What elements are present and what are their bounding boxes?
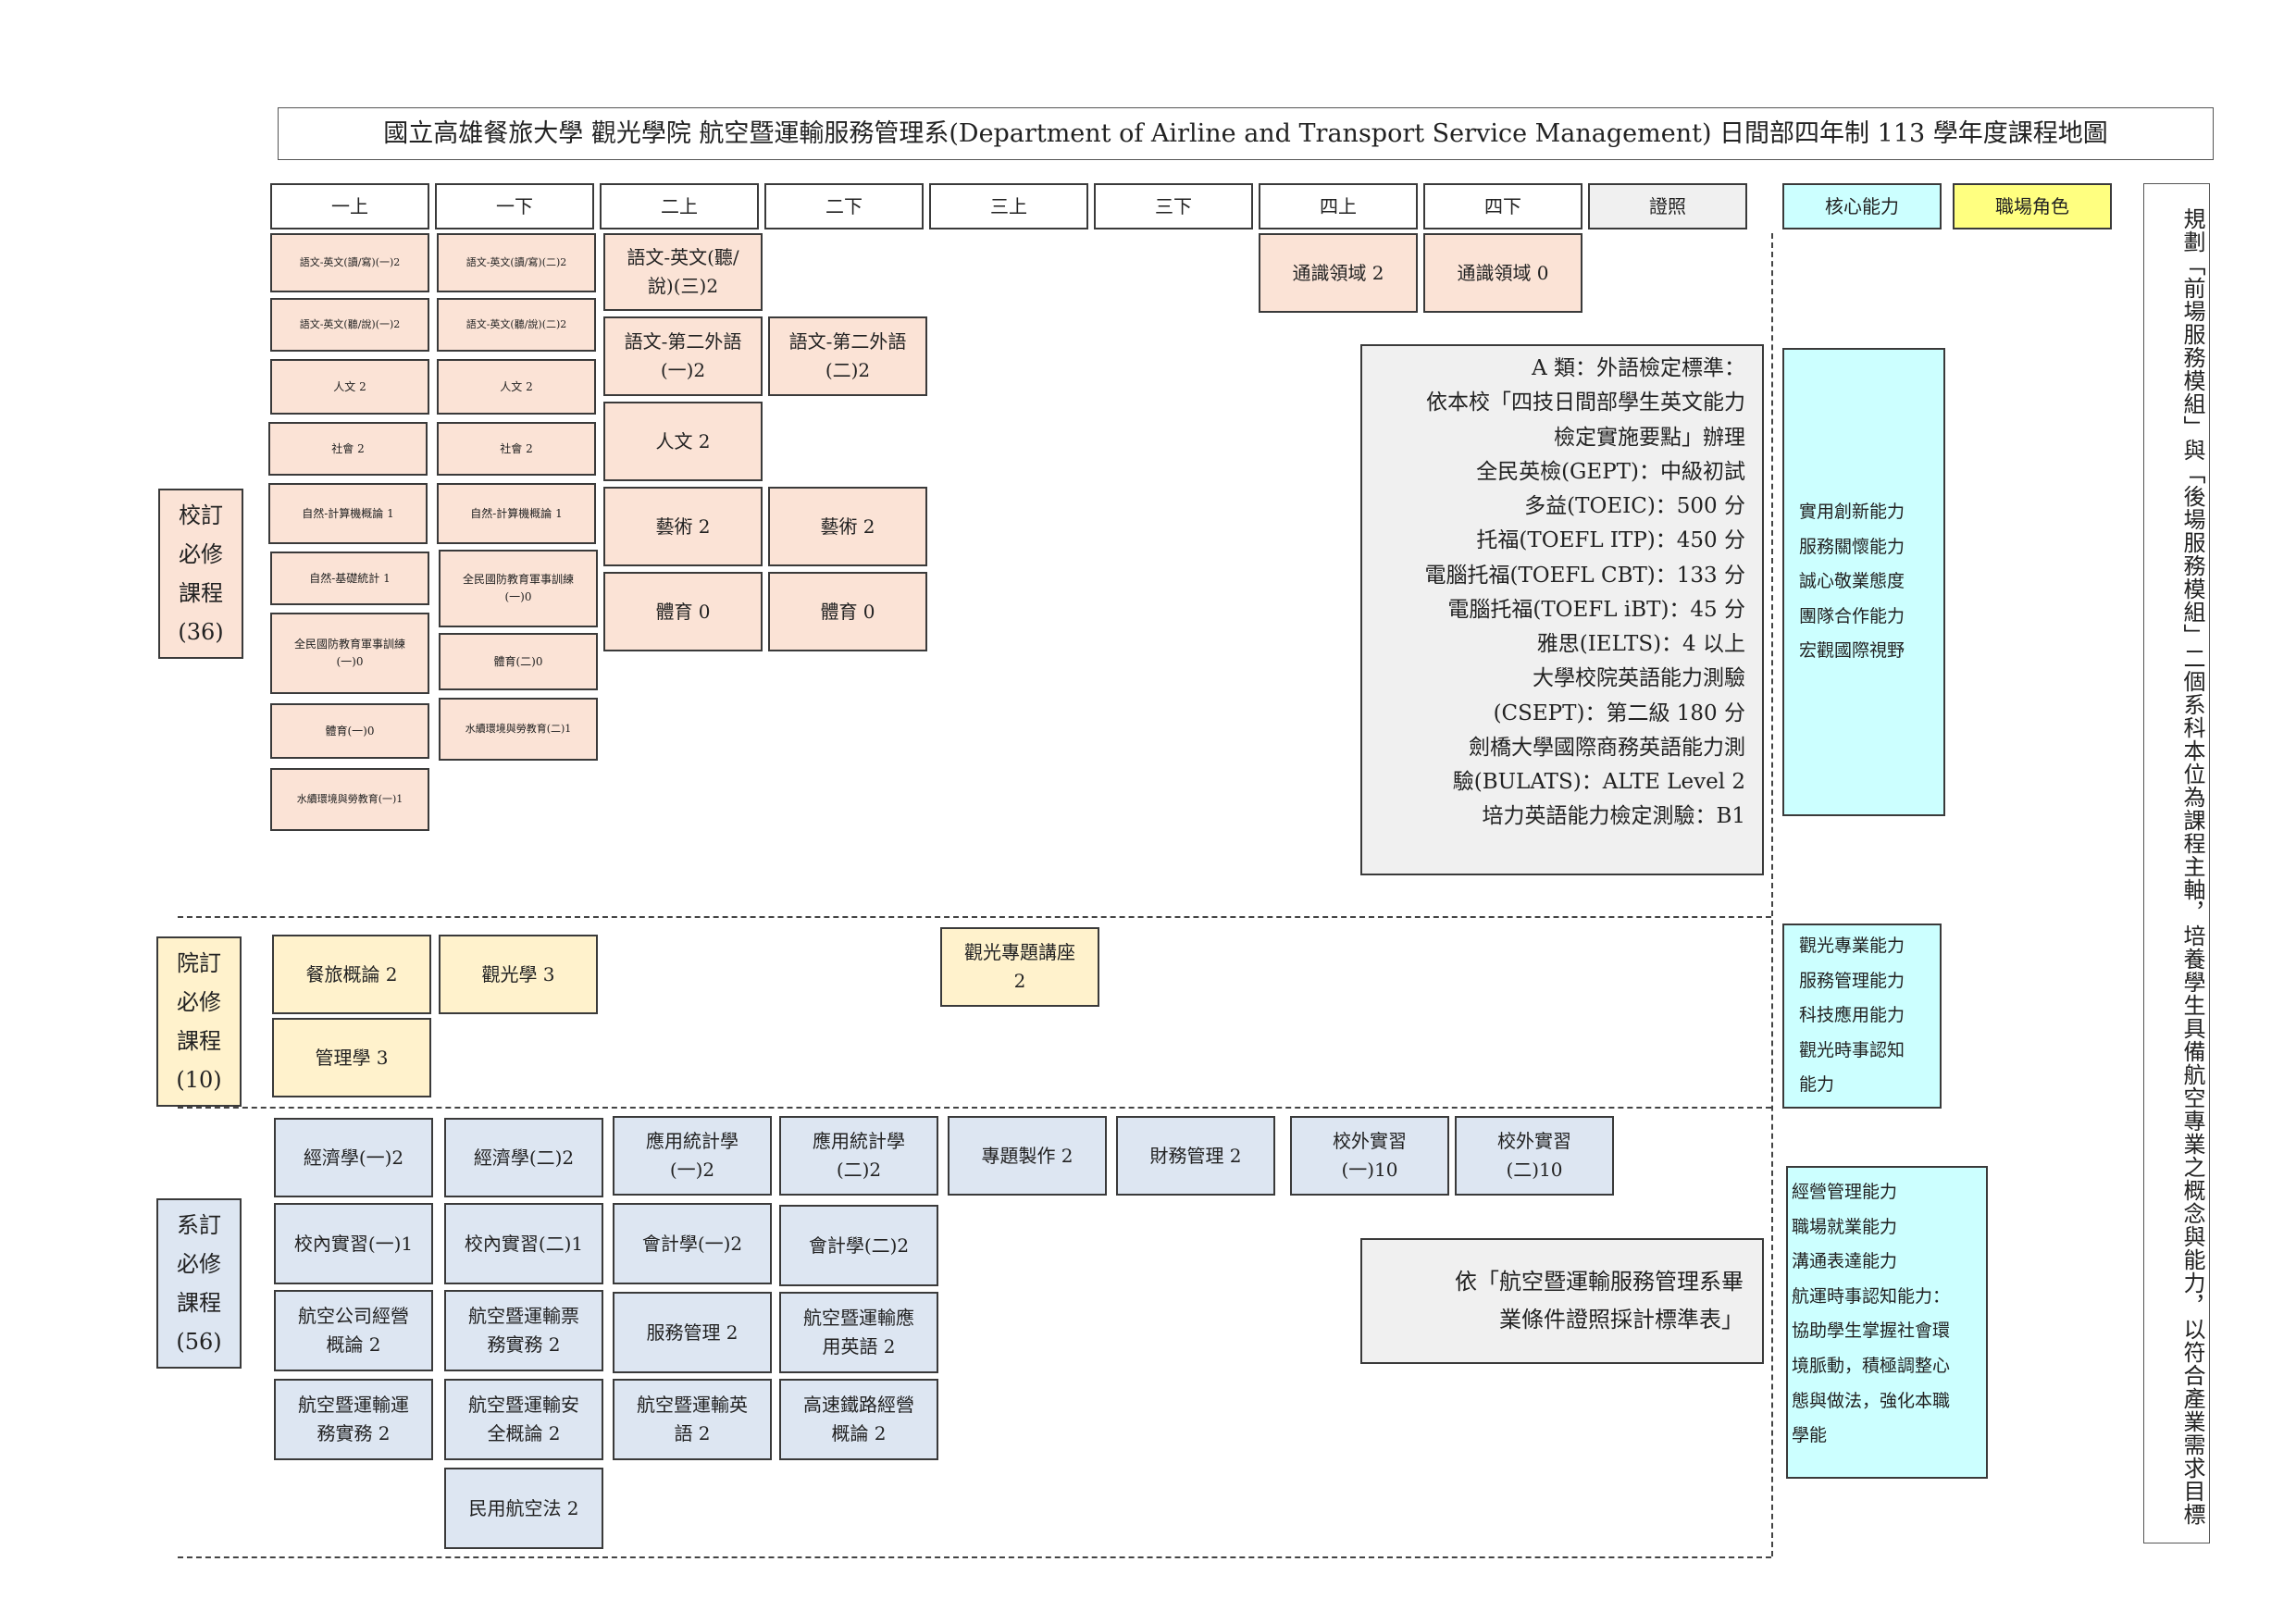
section-divider: [178, 1107, 1771, 1109]
course-box: 觀光專題講座 2: [940, 927, 1099, 1007]
core-competency-college: 觀光專業能力 服務管理能力 科技應用能力 觀光時事認知 能力: [1782, 924, 1942, 1109]
section-divider: [178, 916, 1771, 918]
course-box: 財務管理 2: [1116, 1116, 1275, 1196]
category-college-required: 院訂 必修 課程 (10): [156, 936, 242, 1107]
header-year4-spring: 四下: [1423, 183, 1582, 229]
course-box: 語文-第二外語 (二)2: [768, 316, 927, 396]
course-box: 自然-基礎統計 1: [270, 552, 429, 605]
course-box: 校內實習(二)1: [444, 1203, 603, 1284]
course-box: 高速鐵路經營 概論 2: [779, 1379, 938, 1460]
course-box: 人文 2: [437, 359, 596, 415]
course-box: 語文-英文(讀/寫)(二)2: [437, 233, 596, 292]
course-box: 水續環境與勞教育(一)1: [270, 768, 429, 831]
category-school-required: 校訂 必修 課程 (36): [158, 489, 243, 659]
course-box: 校外實習 (一)10: [1290, 1116, 1449, 1196]
course-box: 應用統計學 (一)2: [613, 1116, 772, 1196]
course-box: 自然-計算機概論 1: [268, 483, 428, 544]
course-box: 服務管理 2: [613, 1292, 772, 1373]
course-box: 民用航空法 2: [444, 1468, 603, 1549]
course-box: 社會 2: [437, 422, 596, 476]
course-box: 通識領域 0: [1423, 233, 1582, 313]
course-box: 藝術 2: [603, 487, 763, 566]
header-year4-fall: 四上: [1259, 183, 1418, 229]
course-box: 專題製作 2: [948, 1116, 1107, 1196]
course-box: 餐旅概論 2: [272, 935, 431, 1014]
course-box: 通識領域 2: [1259, 233, 1418, 313]
category-dept-required: 系訂 必修 課程 (56): [156, 1198, 242, 1369]
certification-note-graduation: 依「航空暨運輸服務管理系畢 業條件證照採計標準表」: [1360, 1238, 1764, 1364]
header-career-role: 職場角色: [1953, 183, 2112, 229]
course-box: 會計學(二)2: [779, 1205, 938, 1286]
course-box: 航空暨運輸應 用英語 2: [779, 1292, 938, 1373]
course-box: 航空公司經營 概論 2: [274, 1290, 433, 1371]
course-box: 語文-英文(讀/寫)(一)2: [270, 233, 429, 292]
course-box: 語文-英文(聽/說)(一)2: [270, 298, 429, 352]
core-competency-school: 實用創新能力 服務關懷能力 誠心敬業態度 團隊合作能力 宏觀國際視野: [1782, 348, 1945, 816]
header-year3-spring: 三下: [1094, 183, 1253, 229]
header-year1-spring: 一下: [435, 183, 594, 229]
course-box: 觀光學 3: [439, 935, 598, 1014]
course-box: 管理學 3: [272, 1018, 431, 1097]
course-box: 人文 2: [603, 402, 763, 481]
course-box: 經濟學(二)2: [444, 1118, 603, 1197]
course-box: 語文-第二外語 (一)2: [603, 316, 763, 396]
course-box: 體育(一)0: [270, 703, 429, 759]
course-box: 校內實習(一)1: [274, 1203, 433, 1284]
course-box: 語文-英文(聽/說)(二)2: [437, 298, 596, 352]
column-divider: [1771, 233, 1773, 1556]
course-box: 航空暨運輸票 務實務 2: [444, 1290, 603, 1371]
course-box: 自然-計算機概論 1: [437, 483, 596, 544]
course-box: 藝術 2: [768, 487, 927, 566]
header-year1-fall: 一上: [270, 183, 429, 229]
header-year2-spring: 二下: [764, 183, 924, 229]
course-box: 人文 2: [270, 359, 429, 415]
course-box: 體育 0: [603, 572, 763, 651]
section-divider: [178, 1556, 1771, 1558]
course-box: 全民國防教育軍事訓練 (一)0: [439, 550, 598, 627]
course-box: 會計學(一)2: [613, 1203, 772, 1284]
header-year2-fall: 二上: [600, 183, 759, 229]
header-certification: 證照: [1588, 183, 1747, 229]
course-box: 航空暨運輸安 全概論 2: [444, 1379, 603, 1460]
page-title: 國立高雄餐旅大學 觀光學院 航空暨運輸服務管理系(Department of A…: [278, 107, 2214, 160]
header-core-competency: 核心能力: [1782, 183, 1942, 229]
course-box: 校外實習 (二)10: [1455, 1116, 1614, 1196]
course-box: 體育 0: [768, 572, 927, 651]
course-box: 社會 2: [268, 422, 428, 476]
course-box: 應用統計學 (二)2: [779, 1116, 938, 1196]
course-box: 航空暨運輸英 語 2: [613, 1379, 772, 1460]
course-box: 語文-英文(聽/ 說)(三)2: [603, 233, 763, 311]
course-box: 體育(二)0: [439, 633, 598, 690]
course-box: 航空暨運輸運 務實務 2: [274, 1379, 433, 1460]
certification-note-language: A 類：外語檢定標準： 依本校「四技日間部學生英文能力 檢定實施要點」辦理 全民…: [1360, 344, 1764, 875]
course-box: 水續環境與勞教育(二)1: [439, 698, 598, 761]
career-role-text: 規劃「前場服務模組」與「後場服務模組」二個系科本位為課程主軸，培養學生具備航空專…: [2143, 183, 2210, 1543]
course-box: 全民國防教育軍事訓練 (一)0: [270, 613, 429, 694]
core-competency-dept: 經營管理能力 職場就業能力 溝通表達能力 航運時事認知能力： 協助學生掌握社會環…: [1786, 1166, 1988, 1479]
course-box: 經濟學(一)2: [274, 1118, 433, 1197]
header-year3-fall: 三上: [929, 183, 1088, 229]
